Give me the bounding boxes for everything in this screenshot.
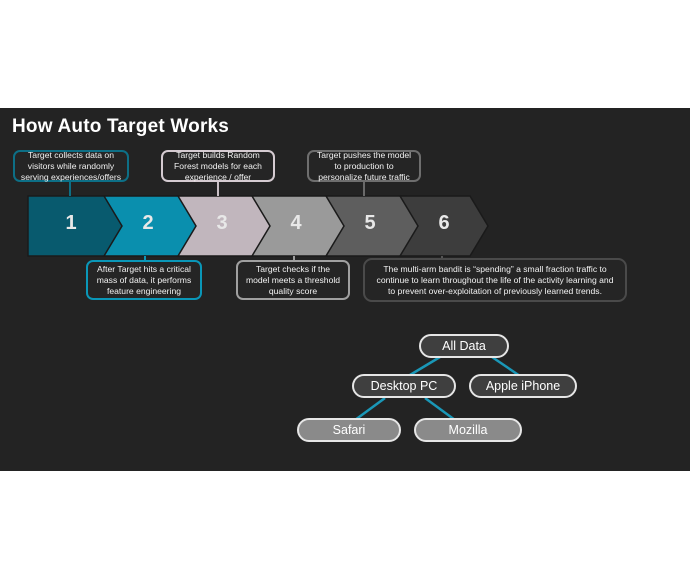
step-5-number: 5 [364, 212, 376, 234]
step-1-connector [69, 180, 71, 196]
step-3-callout: Target builds Random Forest models for e… [161, 150, 275, 182]
step-1-callout: Target collects data on visitors while r… [13, 150, 129, 182]
process-arrows [27, 195, 521, 422]
step-5-description: Target pushes the model to production to… [316, 149, 412, 182]
step-5-connector [363, 179, 365, 196]
step-6-number: 6 [438, 212, 450, 234]
step-6-description: The multi-arm bandit is “spending” a sma… [376, 263, 614, 296]
step-2-description: After Target hits a critical mass of dat… [96, 263, 192, 296]
step-6-chevron [398, 195, 489, 257]
tree-node-mozilla: Mozilla [414, 418, 522, 442]
step-5-callout: Target pushes the model to production to… [307, 150, 421, 182]
tree-connector-root-iphone [491, 355, 521, 378]
tree-node-safari: Safari [297, 418, 401, 442]
slide-title: How Auto Target Works [12, 116, 230, 137]
step-6-callout: The multi-arm bandit is “spending” a sma… [363, 258, 627, 302]
step-2-number: 2 [142, 212, 154, 234]
step-2-callout: After Target hits a critical mass of dat… [86, 260, 202, 300]
step-1-number: 1 [65, 212, 77, 234]
step-4-callout: Target checks if the model meets a thres… [236, 260, 350, 300]
step-3-number: 3 [216, 212, 228, 234]
step-3-connector [217, 179, 219, 196]
tree-node-all-data: All Data [419, 334, 509, 358]
step-3-description: Target builds Random Forest models for e… [174, 149, 262, 182]
tree-connector-desktop-safari [354, 396, 386, 422]
step-1-description: Target collects data on visitors while r… [20, 149, 122, 182]
tree-connector-desktop-mozilla [424, 396, 456, 422]
tree-node-desktop-pc: Desktop PC [352, 374, 456, 398]
tree-node-apple-iphone: Apple iPhone [469, 374, 577, 398]
slide: How Auto Target Works 1 2 3 4 5 6 Target… [0, 108, 690, 471]
step-4-number: 4 [290, 212, 302, 234]
step-4-description: Target checks if the model meets a thres… [245, 263, 341, 296]
